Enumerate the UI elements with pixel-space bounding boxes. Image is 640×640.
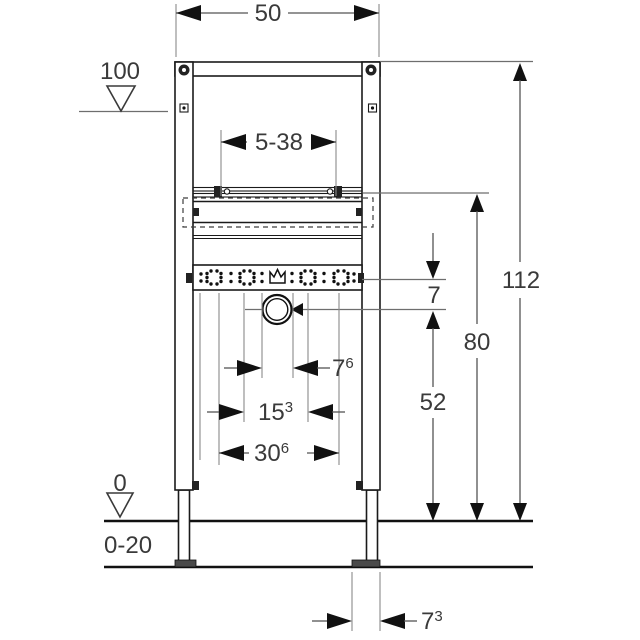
level-triangle-icon	[105, 85, 137, 113]
plate-drain-gap-label: 7	[427, 282, 440, 309]
total-height-label: 112	[502, 267, 540, 294]
level-triangle-icon	[105, 492, 135, 519]
dimension-mounting-range: 5-38	[221, 129, 336, 156]
extension-lines	[175, 4, 381, 631]
arrow-down-icon	[426, 261, 440, 279]
dimension-outer-spacing: 306	[219, 440, 339, 467]
rail-bolt-right-nut	[326, 188, 334, 195]
drain-connection	[261, 293, 303, 326]
arrow-right-icon	[237, 360, 262, 376]
crossbar-tab-left	[193, 208, 199, 216]
arrow-right-icon	[327, 613, 352, 629]
mounting-range-label: 5-38	[255, 129, 303, 156]
connection-spacing-label: 153	[258, 399, 293, 426]
floor-level-label: 0	[113, 470, 126, 497]
plate-tab-left	[186, 273, 192, 283]
foot-plate-left	[174, 559, 197, 568]
arrow-right-icon	[354, 5, 379, 21]
rail-bolt-left	[214, 186, 222, 197]
bolt-hole-right-center	[369, 68, 373, 72]
arrow-left-icon	[219, 445, 244, 461]
dimension-connection-spacing: 153	[207, 399, 345, 426]
dimension-frame-width: 50	[176, 0, 379, 27]
foot-plate-right	[351, 559, 381, 568]
arrow-left-icon	[380, 613, 405, 629]
plate-perforation-pattern	[199, 267, 356, 286]
arrow-down-icon	[470, 503, 484, 521]
level-marker-100: 100	[100, 58, 140, 113]
foot-tube-left	[177, 489, 191, 562]
bolt-hole-left-center	[182, 68, 186, 72]
drain-pointer-icon	[291, 303, 303, 316]
foot-plate-width-label: 73	[421, 608, 443, 635]
dimension-rail-height: 80	[464, 194, 491, 521]
floor-lines	[104, 519, 533, 569]
rail-height-label: 80	[464, 329, 491, 356]
arrow-right-icon	[314, 445, 339, 461]
dimension-drain-height: 52	[420, 311, 447, 521]
reference-lines	[79, 60, 533, 281]
drain-offset-label: 76	[332, 355, 354, 382]
dimension-total-height: 112	[502, 63, 540, 521]
fixing-hole-left-dot	[182, 106, 186, 110]
level-marker-0: 0	[105, 470, 135, 519]
plate-tab-right	[358, 273, 364, 283]
arrow-up-icon	[426, 311, 440, 329]
arrow-left-icon	[293, 360, 318, 376]
arrow-right-icon	[311, 134, 336, 150]
foot-clamp-left	[192, 481, 199, 490]
arrow-right-icon	[219, 404, 244, 420]
mounting-plate	[186, 264, 364, 291]
arrow-down-icon	[513, 503, 527, 521]
top-rail	[174, 61, 381, 77]
arrow-left-icon	[308, 404, 333, 420]
drain-height-label: 52	[420, 389, 447, 416]
adjustable-crossbar	[182, 197, 374, 240]
faucet-rail-bar-top	[192, 186, 363, 192]
crossbar-tab-right	[356, 208, 362, 216]
frame-width-label: 50	[255, 0, 282, 27]
faucet-rail-bar-bottom	[192, 192, 363, 198]
upper-level-label: 100	[100, 58, 140, 85]
foot-tube-right	[365, 489, 379, 562]
arrow-left-icon	[176, 5, 201, 21]
faucet-mounting-rail	[192, 186, 363, 198]
dimension-foot-plate-width: 73	[312, 608, 443, 635]
floor-buildup-label: 0-20	[104, 532, 152, 559]
foot-clamp-right	[356, 481, 363, 490]
crossbar-adjust-envelope	[182, 197, 374, 228]
dimension-plate-drain-gap: 7	[426, 233, 441, 309]
arrow-up-icon	[470, 194, 484, 212]
drain-pipe-inner	[265, 298, 289, 322]
fixing-hole-right-dot	[370, 106, 375, 110]
frame-leg-right	[361, 61, 381, 491]
dimension-drain-offset: 76	[224, 355, 354, 382]
arrow-left-icon	[221, 134, 246, 150]
arrow-down-icon	[426, 503, 440, 521]
rail-bolt-right	[334, 186, 342, 197]
rail-bolt-left-nut	[223, 188, 231, 195]
outer-spacing-label: 306	[254, 440, 289, 467]
arrow-up-icon	[513, 63, 527, 81]
crown-mark	[269, 267, 286, 284]
